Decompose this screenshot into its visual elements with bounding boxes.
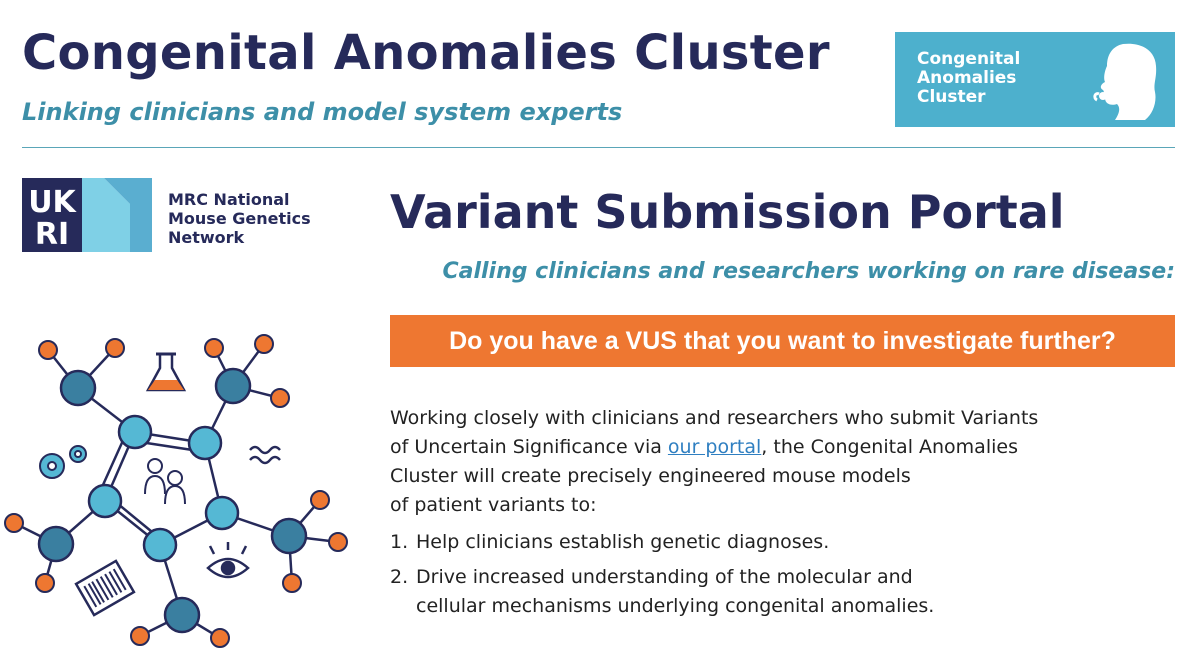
barcode-icon: [74, 559, 136, 617]
molecule-network-illustration: [4, 334, 348, 648]
list-line: Drive increased understanding of the mol…: [416, 566, 913, 588]
svg-text:RI: RI: [35, 217, 69, 252]
ukri-text-line: MRC National: [168, 190, 290, 209]
goals-list: 1. Help clinicians establish genetic dia…: [390, 528, 1175, 621]
body-line: of Uncertain Significance via: [390, 436, 668, 458]
list-line: cellular mechanisms underlying congenita…: [416, 595, 935, 617]
body-paragraph: Working closely with clinicians and rese…: [390, 404, 1175, 520]
flask-icon: [145, 352, 187, 392]
ukri-text-line: Mouse Genetics: [168, 209, 311, 228]
divider: [22, 147, 1175, 148]
ukri-network-name: MRC National Mouse Genetics Network: [168, 190, 368, 247]
people-icon: [144, 458, 186, 505]
body-line: Cluster will create precisely engineered…: [390, 465, 911, 487]
body-text: Working closely with clinicians and rese…: [390, 404, 1175, 627]
portal-link[interactable]: our portal: [667, 436, 762, 458]
list-item: 1. Help clinicians establish genetic dia…: [390, 528, 1175, 557]
body-line: , the Congenital Anomalies: [761, 436, 1018, 458]
child-silhouette-icon: [1093, 43, 1157, 120]
list-text: Help clinicians establish genetic diagno…: [416, 531, 830, 553]
svg-text:UK: UK: [28, 185, 77, 220]
list-item: 2. Drive increased understanding of the …: [390, 563, 1175, 621]
vus-banner: Do you have a VUS that you want to inves…: [390, 315, 1175, 367]
body-line: Working closely with clinicians and rese…: [390, 407, 1039, 429]
vus-banner-text: Do you have a VUS that you want to inves…: [449, 326, 1116, 355]
ukri-logo: UK RI: [22, 178, 152, 252]
list-number: 2.: [390, 566, 409, 588]
eye-icon: [206, 542, 250, 579]
portal-title: Variant Submission Portal: [390, 185, 1065, 239]
calling-subtitle: Calling clinicians and researchers worki…: [442, 259, 1175, 284]
cluster-logo-line: Anomalies: [917, 68, 1017, 88]
cluster-logo: Congenital Anomalies Cluster: [895, 32, 1175, 127]
tagline: Linking clinicians and model system expe…: [22, 98, 623, 126]
list-number: 1.: [390, 531, 409, 553]
cluster-logo-text: Congenital Anomalies Cluster: [917, 50, 1077, 107]
cluster-logo-line: Cluster: [917, 87, 986, 107]
body-line: of patient variants to:: [390, 494, 597, 516]
ukri-text-line: Network: [168, 228, 245, 247]
waves-icon: [249, 445, 281, 465]
gears-icon: [39, 445, 87, 479]
cluster-logo-line: Congenital: [917, 49, 1021, 69]
page-title: Congenital Anomalies Cluster: [22, 25, 830, 81]
list-text: Drive increased understanding of the mol…: [416, 563, 934, 621]
